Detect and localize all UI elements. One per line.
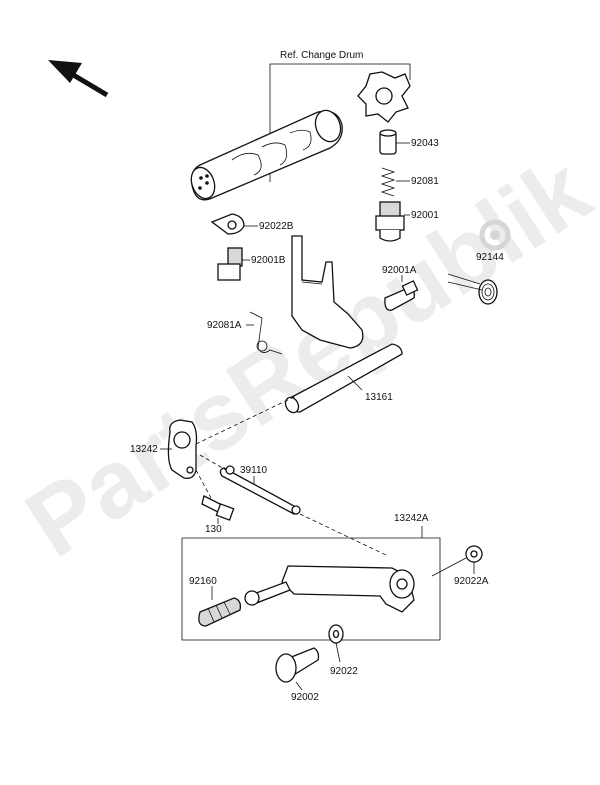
shift-pedal [244,565,415,613]
rod-39110: 39110 [219,465,301,515]
watermark-gear-icon [479,219,511,251]
spring-92081a: 92081A [207,311,283,355]
washer-92022b: 92022B [210,213,294,235]
bolt-92002: 92002 [275,647,319,703]
bolt-130: 130 [201,495,235,535]
label-39110: 39110 [240,465,268,476]
shaft-13161: 13161 [284,343,403,414]
label-92160: 92160 [189,576,217,587]
reference-bracket: Ref. Change Drum [269,50,411,182]
pedal-group-bracket: 13242A [181,513,441,641]
direction-arrow-icon [48,60,109,98]
shift-arm [291,235,364,349]
alignment-lines [195,395,389,557]
bolt-92001b: 92001B [217,247,286,281]
change-drum [190,109,343,201]
label-13161: 13161 [365,392,393,403]
watermark-text: PartsRepublik [8,136,600,578]
spring-92081: 92081 [380,167,439,197]
star-cam-plate [357,71,411,123]
label-92043: 92043 [411,138,439,149]
spring-92144: 92144 [447,252,504,305]
label-92081: 92081 [411,176,439,187]
label-92022a: 92022A [454,576,489,587]
label-92001b: 92001B [251,255,286,266]
clamp-13242: 13242 [130,419,198,479]
washer-92022a: 92022A [431,545,489,587]
label-13242a: 13242A [394,513,429,524]
grip-92160: 92160 [189,576,242,627]
plug-92001: 92001 [375,201,439,242]
label-92081a: 92081A [207,320,242,331]
label-92022: 92022 [330,666,358,677]
label-130: 130 [205,524,222,535]
reference-label: Ref. Change Drum [280,50,363,61]
label-13242: 13242 [130,444,158,455]
label-92002: 92002 [291,692,319,703]
label-92022b: 92022B [259,221,294,232]
label-92144: 92144 [476,252,504,263]
watermark: PartsRepublik [8,136,600,578]
washer-92022: 92022 [328,624,358,677]
label-92001a: 92001A [382,265,417,276]
pin-92001a: 92001A [382,265,419,311]
pin-92043: 92043 [379,129,439,155]
label-92001: 92001 [411,210,439,221]
